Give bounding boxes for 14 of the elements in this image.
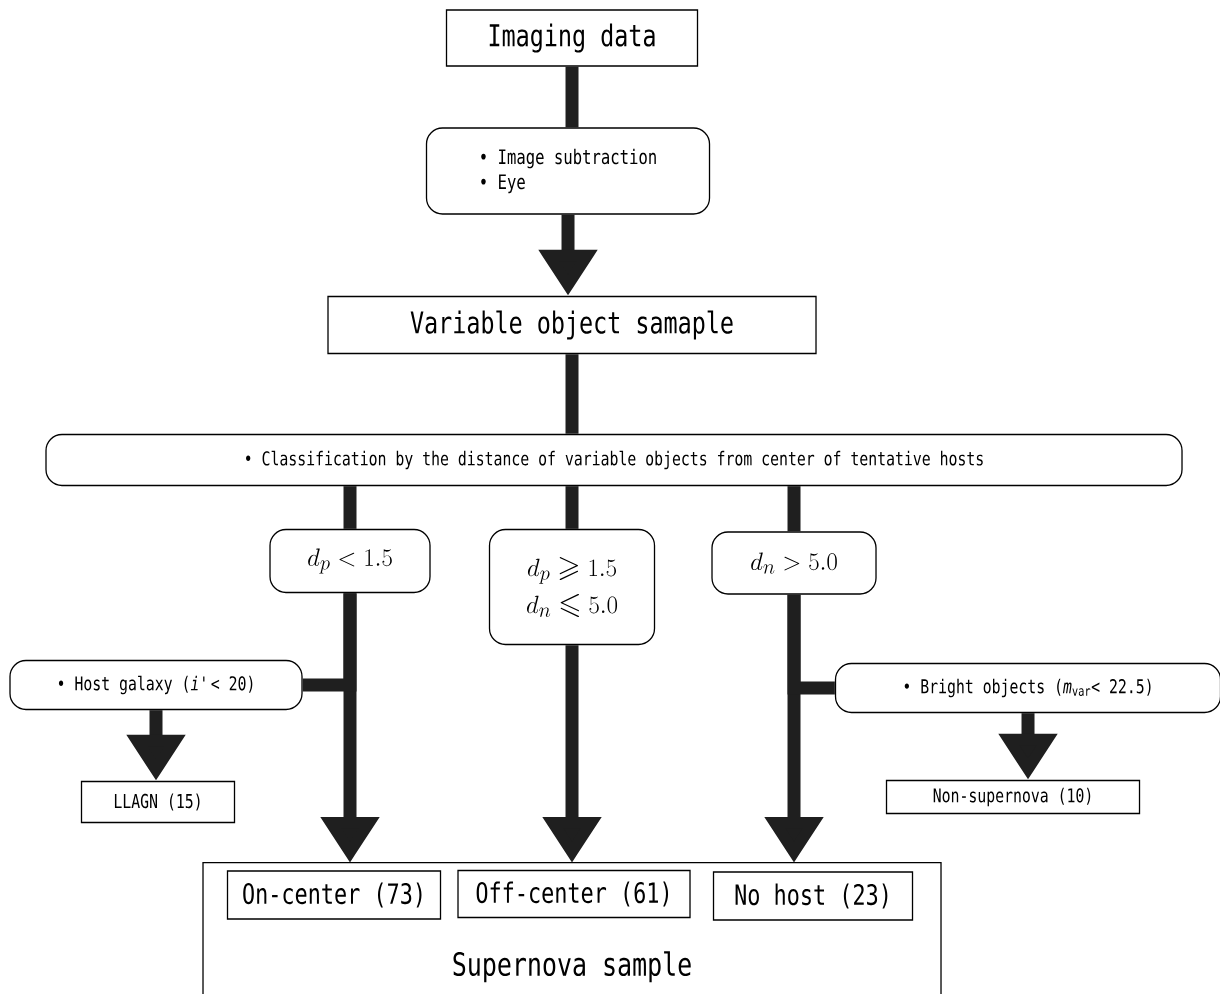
process-box: Off-center (61) bbox=[457, 869, 691, 919]
rounded-box: • Classification by the distance of variable objects from center of tentative hosts bbox=[45, 433, 1183, 487]
rounded-box: $d_p < 1.5$ bbox=[269, 528, 431, 594]
rounded-box: • Host galaxy (i'< 20) bbox=[9, 659, 303, 711]
process-box: No host (23) bbox=[712, 871, 914, 921]
rounded-box: $d_p \geqslant 1.5$ $d_n \leqslant 5.0$ bbox=[488, 528, 656, 646]
process-box: Variable object samaple bbox=[327, 295, 817, 355]
process-box: Imaging data bbox=[445, 9, 699, 67]
rounded-box: • Image subtraction • Eye bbox=[425, 127, 711, 215]
process-box: LLAGN (15) bbox=[80, 780, 236, 824]
rounded-box: • Bright objects (m$_{var}$< 22.5) bbox=[834, 662, 1220, 714]
process-box: Non-supernova (10) bbox=[885, 779, 1141, 815]
process-box: On-center (73) bbox=[226, 870, 442, 920]
rounded-box: $d_n > 5.0$ bbox=[711, 531, 877, 595]
